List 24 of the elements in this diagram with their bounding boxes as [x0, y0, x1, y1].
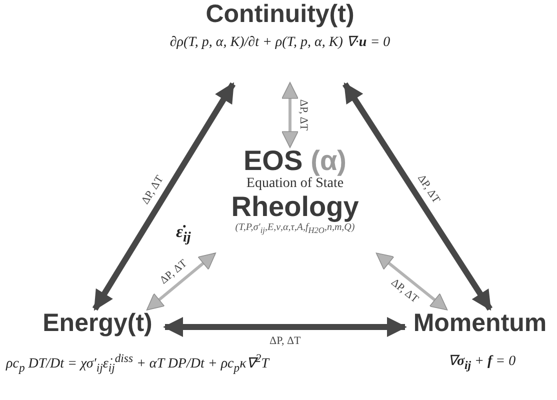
edge-label: ΔP, ΔT — [388, 276, 420, 306]
arrow — [146, 252, 216, 310]
arrow — [376, 252, 448, 310]
edge-label: ΔP, ΔT — [297, 99, 310, 131]
heading: Rheology — [230, 192, 360, 222]
subheading: Equation of State — [245, 176, 345, 192]
heading: EOS — [243, 146, 303, 176]
edge-label: ΔP, ΔT — [158, 258, 190, 287]
heading: Continuity(t) — [204, 0, 356, 29]
arrow — [163, 317, 407, 337]
edge-label: ΔP, ΔT — [270, 335, 301, 347]
arrow — [342, 82, 493, 311]
edge-label: ΔP, ΔT — [415, 173, 442, 206]
arrow — [282, 82, 298, 148]
equation: ∂ρ(T, p, α, K)/∂t + ρ(T, p, α, K) ∇·u = 0 — [168, 34, 392, 51]
equation: ∇σ$_{ij}$ + f = 0 — [448, 353, 516, 372]
heading: (α) — [310, 146, 346, 176]
heading: Momentum — [412, 309, 548, 338]
arrow — [92, 82, 236, 311]
strain-rate-symbol: ε̇$_{ij}$ — [176, 222, 191, 246]
edge-label: ΔP, ΔT — [140, 173, 166, 206]
equation: ρc$_{p}$ DT/Dt = χσ′$_{ij}$ε̇$_{ij}$$^{diss}$ + αT DP/Dt + ρc$_{p}$κ∇$^{2}$T — [6, 352, 269, 374]
heading: Energy(t) — [42, 309, 154, 338]
parameter-list: (T,P,σ′$_{ij}$,E,ν,α,τ,A,f$_{H2O}$,n,m,Q) — [195, 222, 395, 235]
